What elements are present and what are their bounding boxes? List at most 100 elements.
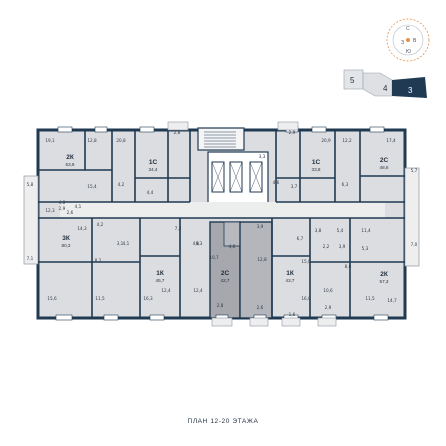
room-area-label: 12,8 (257, 257, 267, 262)
key-section-3-current (392, 77, 427, 98)
room-area-label: 7,3 (175, 226, 182, 231)
compass-south: Ю (406, 49, 411, 55)
compass-dial (392, 24, 424, 56)
room-area-label: 12,8 (87, 138, 97, 143)
compass-center-dot (406, 38, 410, 42)
room-area-label: 12,4 (193, 288, 203, 293)
apt-area: 63,9 (66, 162, 75, 167)
apt-type: 2К (380, 271, 388, 278)
apt-type: 1К (156, 270, 164, 277)
room-area-label: 7,0 (411, 242, 418, 247)
highlighted-room-2 (239, 221, 273, 319)
room-area-label: 12,3 (45, 208, 55, 213)
key-label-5: 5 (350, 76, 355, 85)
room-area-label: 2,9 (59, 206, 66, 211)
apartment-labels: 2К 63,9 1С 34,4 1С 33,8 2С 48,6 3К 80,3 … (62, 154, 389, 284)
apt-area: 42,7 (221, 278, 230, 283)
room-area-label: 4,6 (273, 180, 280, 185)
room-area-label: 16,3 (143, 296, 153, 301)
room-area-label: 2,9 (325, 305, 332, 310)
room-area-label: 4,1 (123, 241, 130, 246)
key-label-3: 3 (408, 86, 413, 95)
plan-title: ПЛАН 12-20 ЭТАЖА (187, 418, 259, 425)
room-area-label: 15,0 (301, 259, 311, 264)
key-section-4 (362, 72, 393, 97)
room-area-label: 14,3 (77, 226, 87, 231)
apt-type: 2К (66, 154, 74, 161)
corridor (60, 202, 385, 218)
room-area-label: 3,3 (259, 154, 266, 159)
room-area-label: 4,1 (75, 204, 82, 209)
room-area-label: 8,2 (95, 258, 102, 263)
elevator-2 (229, 161, 243, 193)
room-area-label: 17,4 (386, 138, 396, 143)
room-area-label: 11,4 (361, 228, 371, 233)
room-area-label: 11,5 (95, 296, 105, 301)
compass-east: В (413, 38, 417, 44)
elevator-1 (211, 161, 225, 193)
room-area-label: 20,9 (321, 138, 331, 143)
apt-area: 45,7 (156, 278, 165, 283)
room-area-label: 14,7 (387, 298, 397, 303)
room-area-label: 20,8 (116, 138, 126, 143)
room-area-label: 2,8 (174, 130, 181, 135)
room-area-label: 3,8 (315, 228, 322, 233)
apt-type: 2С (380, 157, 389, 164)
room-area-label: 10,7 (209, 255, 219, 260)
room-area-label: 15,6 (47, 296, 57, 301)
top-partitions (38, 130, 405, 203)
key-label-4: 4 (383, 84, 388, 93)
room-area-label: 10,6 (323, 288, 333, 293)
room-area-label: 2,6 (257, 305, 264, 310)
room-area-label: 6,3 (342, 182, 349, 187)
room-area-label: 3,1 (117, 241, 124, 246)
room-area-label: 12,4 (161, 288, 171, 293)
room-area-label: 12,2 (342, 138, 352, 143)
room-area-label: 4,0 (229, 244, 236, 249)
room-area-label: 5,3 (362, 246, 369, 251)
elevator-3 (249, 161, 263, 193)
room-area-label: 16,0 (301, 296, 311, 301)
room-area-label: 11,5 (365, 296, 375, 301)
apt-type: 1С (312, 159, 321, 166)
room-area-label: 3,9 (339, 244, 346, 249)
apt-area: 48,6 (380, 165, 389, 170)
right-balcony (404, 167, 420, 267)
room-area-label: 3,7 (291, 184, 298, 189)
room-area-label: 2,8 (217, 303, 224, 308)
compass-west: З (401, 40, 404, 46)
room-area-label: 4,2 (97, 222, 104, 227)
apt-type: 1К (286, 270, 294, 277)
room-area-label: 6,3 (196, 241, 203, 246)
elevator-crosses (211, 161, 263, 193)
apt-area: 34,4 (149, 167, 158, 172)
room-area-label: 8,6 (345, 264, 352, 269)
room-area-label: 2,9 (289, 130, 296, 135)
room-area-label: 3,9 (257, 224, 264, 229)
apt-area: 33,8 (312, 167, 321, 172)
apt-type: 3К (62, 235, 70, 242)
apt-area: 43,7 (286, 278, 295, 283)
highlighted-bath (223, 221, 241, 247)
room-area-label: 4,2 (118, 182, 125, 187)
bottom-partitions (38, 217, 405, 318)
room-area-label: 5,7 (411, 168, 418, 173)
room-area-label: 5,4 (337, 228, 344, 233)
apt-area: 57,3 (380, 279, 389, 284)
compass-dial-orange (386, 18, 430, 62)
room-area-label: 15,4 (87, 184, 97, 189)
room-area-label: 5,8 (27, 182, 34, 187)
room-area-label: 19,1 (45, 138, 55, 143)
room-area-label: 7,1 (27, 256, 34, 261)
top-loggias (167, 121, 299, 131)
building (23, 121, 420, 327)
left-balcony (23, 175, 39, 265)
apt-type: 1С (149, 159, 158, 166)
room-area-label: 2,6 (67, 210, 74, 215)
room-area-label: 2,2 (323, 244, 330, 249)
room-area-label: 4,0 (193, 241, 200, 246)
key-plan: 5 4 3 (343, 69, 427, 98)
stairs (204, 131, 236, 148)
